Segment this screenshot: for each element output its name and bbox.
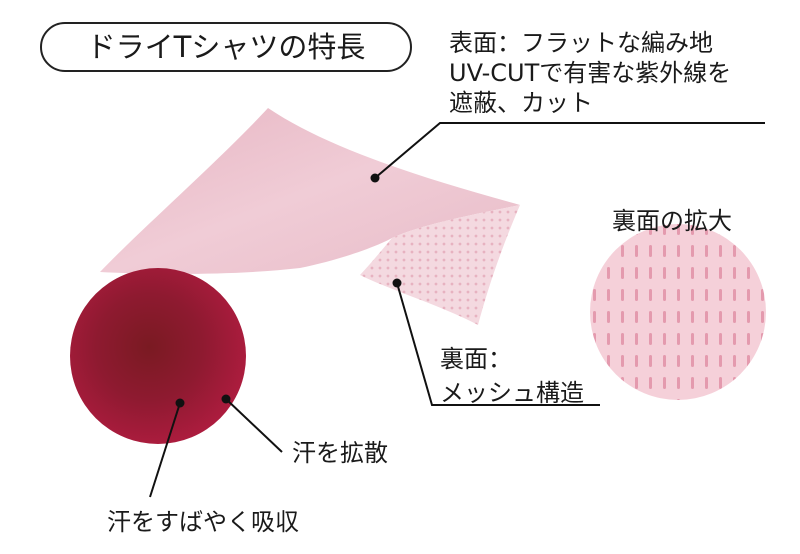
zoom-label: 裏面の拡大 [612, 207, 732, 235]
fabric-folded-corner [360, 205, 520, 325]
back-leader-line [396, 282, 600, 406]
back-line-2: メッシュ構造 [440, 379, 584, 407]
spread-label: 汗を拡散 [292, 439, 388, 467]
fabric-sheet [100, 108, 520, 274]
sweat-circle [70, 268, 246, 444]
absorb-leader-line [149, 402, 181, 498]
spread-dot-icon [221, 394, 231, 404]
spread-leader-line [225, 398, 283, 453]
back-dot-icon [392, 278, 402, 288]
surface-description: 表面：フラットな編み地 UV-CUTで有害な紫外線を 遮蔽、カット [449, 28, 731, 118]
surface-dot-icon [370, 173, 380, 183]
surface-line-2: UV-CUTで有害な紫外線を [449, 59, 732, 87]
surface-line-1: 表面：フラットな編み地 [449, 29, 713, 57]
mesh-zoom-circle [590, 224, 766, 400]
page-title: ドライTシャツの特長 [40, 22, 412, 72]
surface-line-3: 遮蔽、カット [449, 89, 593, 117]
absorb-dot-icon [175, 398, 185, 408]
back-line-1: 裏面： [440, 345, 512, 373]
surface-leader-line [374, 122, 765, 179]
back-description: 裏面： メッシュ構造 [440, 342, 584, 410]
absorb-label: 汗をすばやく吸収 [107, 508, 299, 536]
